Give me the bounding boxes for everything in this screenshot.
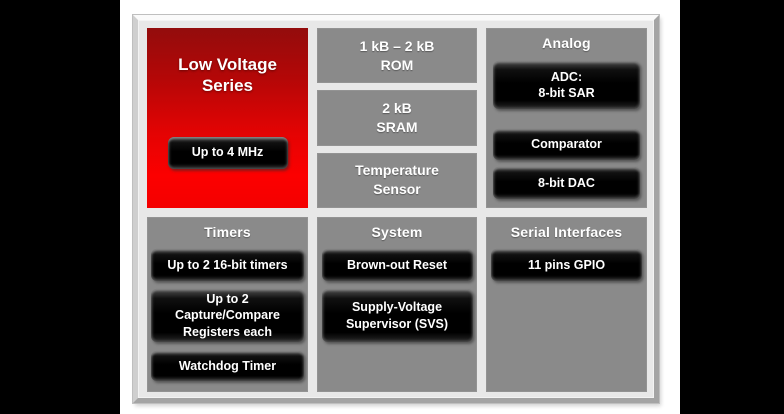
svs-block: Supply-Voltage Supervisor (SVS) (321, 289, 473, 342)
block-diagram-frame: Low Voltage Series Up to 4 MHz 1 kB – 2 … (133, 15, 659, 403)
timers-panel: Timers Up to 2 16-bit timers Up to 2 Cap… (147, 217, 308, 392)
rom-block: 1 kB – 2 kB ROM (317, 28, 477, 84)
brownout-reset-block: Brown-out Reset (321, 249, 473, 281)
gpio-block: 11 pins GPIO (491, 249, 642, 281)
timers-title: Timers (204, 224, 251, 240)
serial-interfaces-panel: Serial Interfaces 11 pins GPIO (486, 217, 647, 392)
adc-block: ADC: 8-bit SAR (493, 61, 640, 109)
analog-title: Analog (542, 35, 591, 51)
memory-column: 1 kB – 2 kB ROM 2 kB SRAM Temperature Se… (317, 28, 477, 208)
watchdog-timer-block: Watchdog Timer (151, 351, 304, 381)
system-panel: System Brown-out Reset Supply-Voltage Su… (317, 217, 477, 392)
dac-block: 8-bit DAC (493, 167, 640, 199)
comparator-block: Comparator (493, 129, 640, 160)
system-title: System (371, 224, 423, 240)
black-margin-right (680, 0, 784, 414)
series-title: Low Voltage Series (178, 55, 277, 96)
max-frequency-block: Up to 4 MHz (167, 136, 288, 169)
sram-block: 2 kB SRAM (317, 90, 477, 146)
sixteen-bit-timers-block: Up to 2 16-bit timers (151, 249, 304, 281)
black-margin-left (0, 0, 120, 414)
capture-compare-block: Up to 2 Capture/Compare Registers each (151, 289, 304, 342)
analog-panel: Analog ADC: 8-bit SAR Comparator 8-bit D… (486, 28, 647, 208)
temperature-sensor-block: Temperature Sensor (317, 152, 477, 208)
low-voltage-series-block: Low Voltage Series Up to 4 MHz (147, 28, 308, 208)
block-diagram-grid: Low Voltage Series Up to 4 MHz 1 kB – 2 … (138, 20, 654, 398)
serial-interfaces-title: Serial Interfaces (510, 224, 623, 240)
